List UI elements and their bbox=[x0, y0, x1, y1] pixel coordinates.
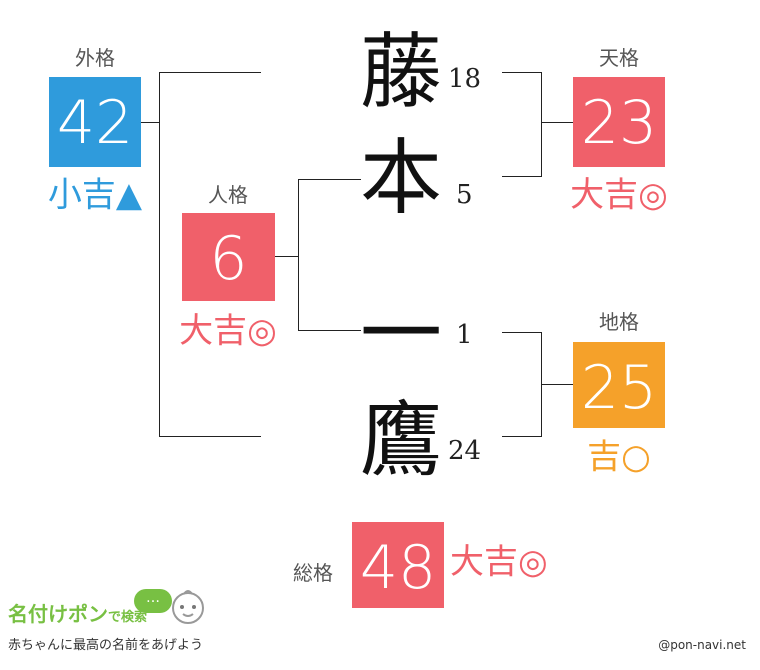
jinkaku-value-box: 6 bbox=[182, 213, 275, 301]
site-credit: @pon-navi.net bbox=[658, 638, 746, 652]
chikaku-label: 地格 bbox=[599, 310, 639, 334]
soukaku-verdict: 大吉◎ bbox=[450, 542, 548, 582]
gaikaku-value-box: 42 bbox=[49, 77, 141, 167]
inner-top-line bbox=[298, 179, 361, 180]
jinkaku-label: 人格 bbox=[208, 183, 248, 207]
brand-tagline: 赤ちゃんに最高の名前をあげよう bbox=[8, 638, 204, 653]
bottom-right-stub-line bbox=[541, 384, 573, 385]
name-char-4: 鷹 bbox=[359, 393, 442, 488]
chikaku-value-box: 25 bbox=[573, 342, 665, 428]
outer-bottom-line bbox=[159, 436, 261, 437]
bottom-right-bottom-line bbox=[502, 436, 542, 437]
soukaku-label: 総格 bbox=[293, 561, 333, 585]
brand-search-text: で検索 bbox=[108, 610, 148, 625]
jinkaku-verdict: 大吉◎ bbox=[179, 311, 277, 351]
brand-name: 名付けポン bbox=[8, 602, 108, 626]
inner-vertical-line bbox=[298, 179, 299, 330]
name-char-1: 藤 bbox=[359, 25, 442, 120]
name-char-2: 本 bbox=[359, 131, 442, 226]
speech-bubble-icon: … bbox=[134, 589, 172, 613]
outer-stub-line bbox=[141, 122, 159, 123]
stroke-count-4: 24 bbox=[448, 436, 482, 466]
outer-top-line bbox=[159, 72, 261, 73]
tenkaku-label: 天格 bbox=[599, 46, 639, 70]
chikaku-verdict: 吉○ bbox=[587, 437, 651, 477]
top-right-top-line bbox=[502, 72, 542, 73]
soukaku-value-box: 48 bbox=[352, 522, 444, 608]
top-right-vertical-line bbox=[541, 72, 542, 176]
stroke-count-1: 18 bbox=[448, 64, 482, 94]
top-right-stub-line bbox=[541, 122, 573, 123]
top-right-bottom-line bbox=[502, 176, 542, 177]
inner-bottom-line bbox=[298, 330, 361, 331]
bottom-right-top-line bbox=[502, 332, 542, 333]
stroke-count-3: 1 bbox=[456, 320, 473, 350]
name-char-3: 一 bbox=[359, 287, 442, 382]
stroke-count-2: 5 bbox=[456, 180, 473, 210]
outer-vertical-line bbox=[159, 72, 160, 436]
gaikaku-label: 外格 bbox=[75, 46, 115, 70]
baby-face-icon bbox=[172, 590, 204, 624]
tenkaku-value-box: 23 bbox=[573, 77, 665, 167]
tenkaku-verdict: 大吉◎ bbox=[570, 175, 668, 215]
brand-logo[interactable]: 名付けポンで検索 bbox=[8, 602, 147, 630]
inner-stub-line bbox=[275, 256, 298, 257]
gaikaku-verdict: 小吉▲ bbox=[47, 175, 143, 215]
